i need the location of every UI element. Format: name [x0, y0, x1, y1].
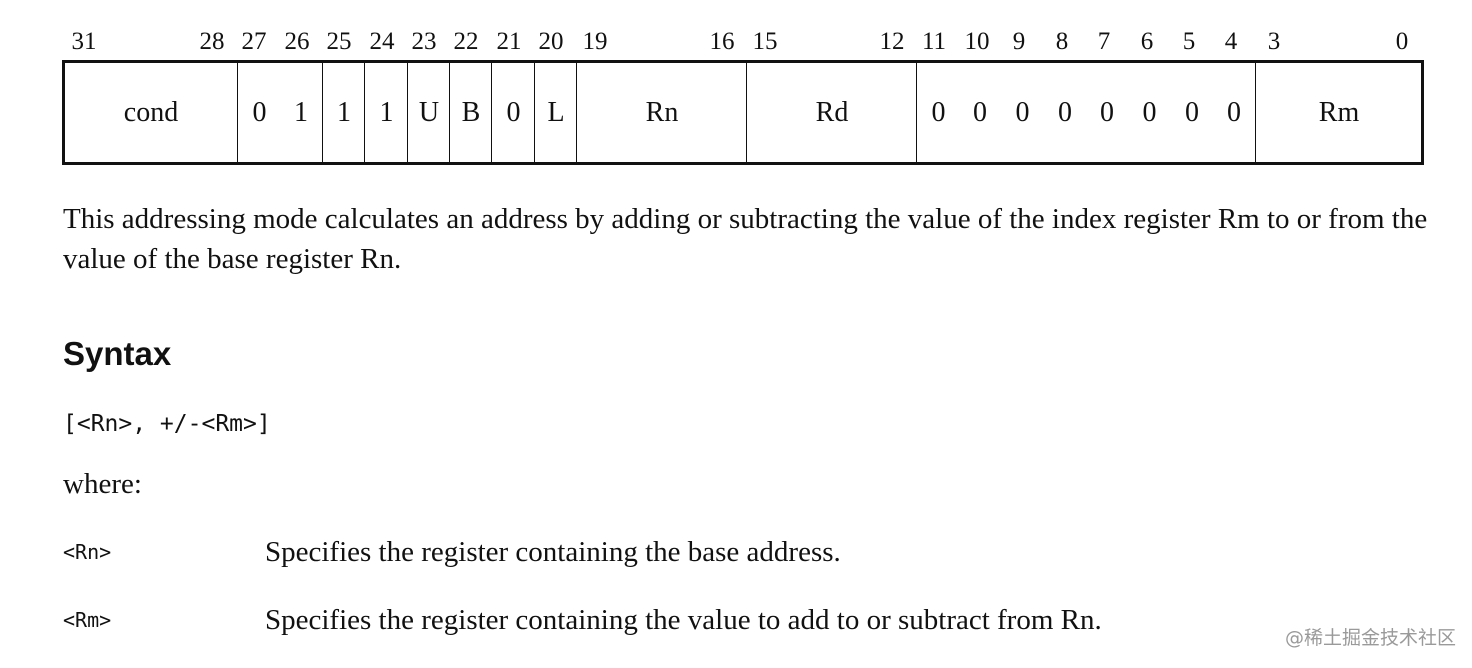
- watermark: @稀土掘金技术社区: [1284, 627, 1456, 649]
- parameter-name-rn: <Rn>: [63, 540, 112, 564]
- encoding-field: Rn: [576, 63, 747, 162]
- encoding-field-label: Rm: [1318, 96, 1360, 128]
- bit-number: 25: [326, 28, 352, 55]
- bit-number: 20: [538, 28, 564, 55]
- encoding-field: 0: [1128, 63, 1171, 162]
- encoding-field: cond: [65, 63, 237, 162]
- bit-number: 12: [879, 28, 905, 55]
- bit-number: 9: [1012, 28, 1026, 55]
- parameter-name-rm: <Rm>: [63, 608, 112, 632]
- encoding-field-label: 1: [294, 96, 308, 128]
- bit-number: 4: [1224, 28, 1238, 55]
- encoding-field-label: cond: [123, 96, 179, 128]
- encoding-field: Rm: [1255, 63, 1422, 162]
- encoding-field-label: 0: [506, 96, 521, 128]
- encoding-field-label: 1: [337, 96, 351, 128]
- encoding-field: 0: [1044, 63, 1086, 162]
- encoding-field: 1: [364, 63, 408, 162]
- bit-number: 16: [709, 28, 735, 55]
- encoding-field: 0: [1086, 63, 1128, 162]
- encoding-field: B: [449, 63, 492, 162]
- encoding-field-label: U: [418, 96, 440, 128]
- bit-number: 27: [241, 28, 267, 55]
- syntax-heading: Syntax: [63, 335, 172, 372]
- parameter-description-rn: Specifies the register containing the ba…: [265, 536, 841, 568]
- encoding-field: 0: [916, 63, 960, 162]
- encoding-field: 0: [1213, 63, 1255, 162]
- encoding-field: 0: [491, 63, 535, 162]
- bit-number: 11: [921, 28, 947, 55]
- encoding-field: U: [407, 63, 450, 162]
- encoding-field: 1: [322, 63, 365, 162]
- encoding-field-label: L: [547, 96, 565, 128]
- bit-number: 23: [411, 28, 437, 55]
- bit-number: 28: [199, 28, 225, 55]
- encoding-field: Rd: [746, 63, 917, 162]
- bit-number: 21: [496, 28, 522, 55]
- encoding-field-label: 0: [1142, 96, 1157, 128]
- where-label: where:: [63, 468, 142, 500]
- bit-number: 5: [1182, 28, 1196, 55]
- encoding-field-label: 0: [973, 96, 987, 128]
- encoding-field-label: 1: [379, 96, 394, 128]
- encoding-field: 0: [237, 63, 281, 162]
- bit-number: 19: [582, 28, 608, 55]
- encoding-field-label: 0: [1227, 96, 1241, 128]
- bit-number: 26: [284, 28, 310, 55]
- encoding-field-label: 0: [1100, 96, 1114, 128]
- bit-number: 3: [1267, 28, 1281, 55]
- bit-number: 0: [1395, 28, 1409, 55]
- addressing-mode-description: This addressing mode calculates an addre…: [63, 203, 1428, 275]
- encoding-field-label: 0: [1015, 96, 1030, 128]
- encoding-field-label: Rd: [815, 96, 849, 128]
- encoding-field: 0: [1001, 63, 1044, 162]
- encoding-field-label: 0: [931, 96, 946, 128]
- bit-number: 8: [1055, 28, 1069, 55]
- encoding-field-label: Rn: [645, 96, 679, 128]
- bit-number: 24: [369, 28, 395, 55]
- bit-number: 31: [71, 28, 97, 55]
- encoding-field-label: B: [461, 96, 481, 128]
- bit-number: 15: [752, 28, 778, 55]
- encoding-field: 0: [1171, 63, 1213, 162]
- bit-number: 6: [1140, 28, 1154, 55]
- bit-number: 7: [1097, 28, 1111, 55]
- encoding-field: 0: [959, 63, 1001, 162]
- bit-number: 10: [964, 28, 990, 55]
- encoding-field-label: 0: [252, 96, 267, 128]
- bit-number: 22: [453, 28, 479, 55]
- parameter-description-rm: Specifies the register containing the va…: [265, 604, 1102, 636]
- syntax-code: [<Rn>, +/-<Rm>]: [63, 411, 271, 437]
- encoding-field-label: 0: [1058, 96, 1072, 128]
- encoding-field-label: 0: [1185, 96, 1199, 128]
- encoding-field: L: [534, 63, 577, 162]
- encoding-field: 1: [280, 63, 322, 162]
